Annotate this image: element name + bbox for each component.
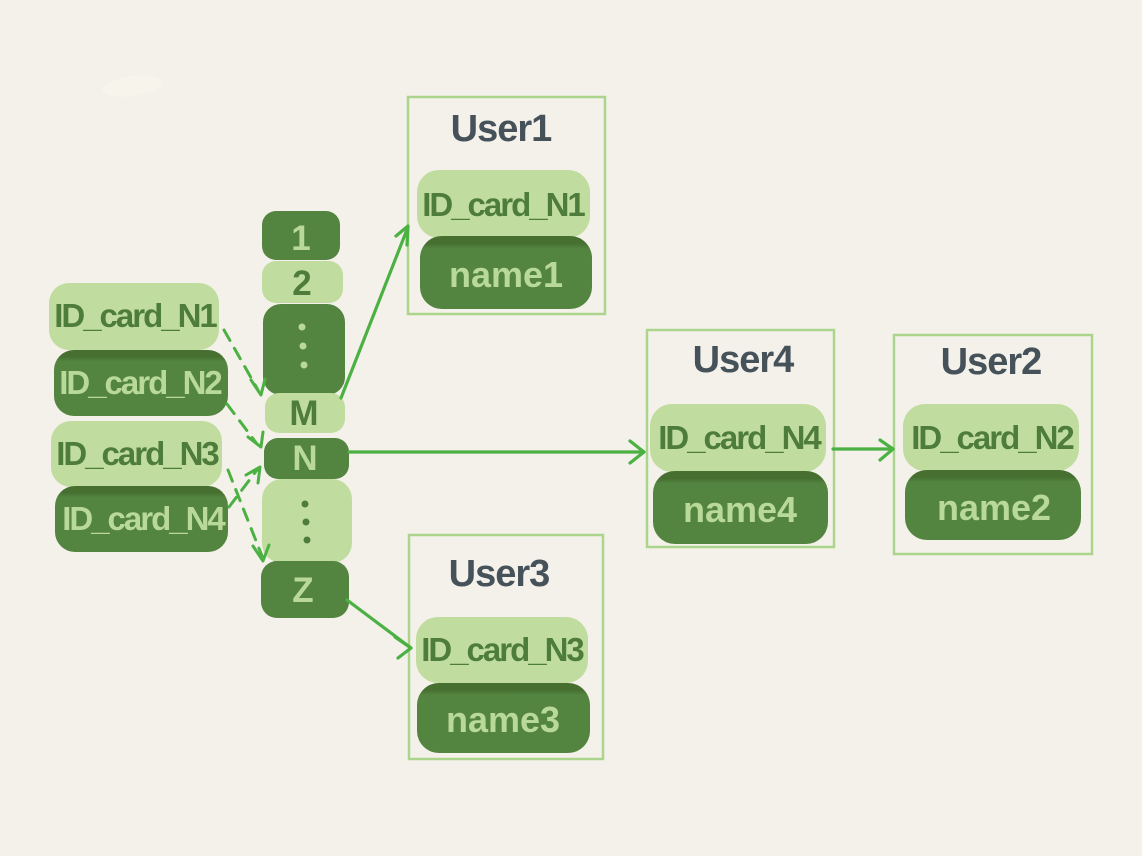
svg-text:ID_card_N2: ID_card_N2 bbox=[911, 419, 1074, 456]
svg-text:name1: name1 bbox=[449, 254, 563, 295]
svg-text:M: M bbox=[289, 394, 318, 433]
svg-text:ID_card_N2: ID_card_N2 bbox=[59, 364, 222, 401]
svg-text:User2: User2 bbox=[941, 341, 1042, 383]
svg-text:User3: User3 bbox=[449, 553, 550, 595]
svg-text:ID_card_N1: ID_card_N1 bbox=[422, 186, 585, 223]
svg-text:ID_card_N1: ID_card_N1 bbox=[54, 297, 217, 334]
svg-text:Z: Z bbox=[292, 571, 313, 610]
svg-text:ID_card_N3: ID_card_N3 bbox=[56, 435, 219, 472]
svg-text:User1: User1 bbox=[451, 108, 552, 150]
svg-text:ID_card_N4: ID_card_N4 bbox=[658, 419, 822, 456]
svg-text:2: 2 bbox=[292, 264, 311, 303]
svg-text:name3: name3 bbox=[446, 699, 560, 740]
svg-text:name2: name2 bbox=[937, 487, 1051, 528]
svg-text:name4: name4 bbox=[683, 489, 797, 530]
svg-text:ID_card_N4: ID_card_N4 bbox=[62, 500, 226, 537]
svg-text:User4: User4 bbox=[693, 339, 794, 381]
svg-text:N: N bbox=[292, 439, 317, 478]
svg-text:ID_card_N3: ID_card_N3 bbox=[421, 631, 584, 668]
svg-text:1: 1 bbox=[291, 219, 310, 258]
